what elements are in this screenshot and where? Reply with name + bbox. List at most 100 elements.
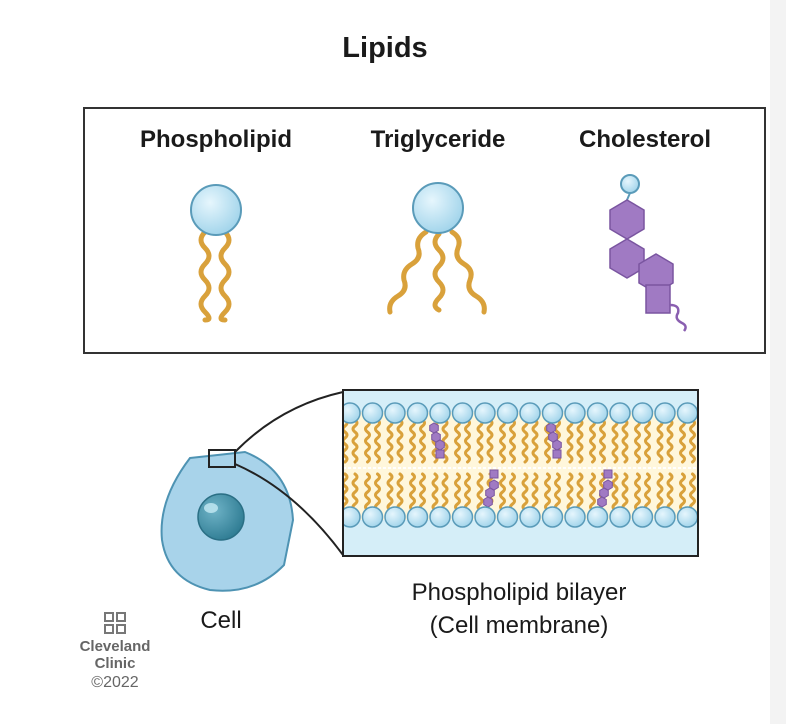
bilayer-heads-bottom <box>343 506 698 528</box>
lipid-tail <box>521 418 529 464</box>
cleveland-clinic-mark-icon <box>104 612 126 634</box>
cholesterol-ring <box>489 469 499 479</box>
bilayer-label-line2: (Cell membrane) <box>429 612 609 639</box>
lipid-head <box>406 506 429 528</box>
lipid-head <box>361 402 384 424</box>
lipid-head <box>343 402 361 424</box>
lipid-head <box>519 506 541 528</box>
lipid-tail <box>531 418 539 464</box>
lipid-tail <box>566 418 574 464</box>
lipid-tail <box>689 418 696 464</box>
lipid-tail <box>611 418 619 464</box>
cholesterol-ring <box>435 439 445 451</box>
triglyceride-label: Triglyceride <box>370 126 506 153</box>
lipid-tail <box>486 418 494 464</box>
cleveland-clinic-logo: Cleveland Clinic ©2022 <box>70 612 160 691</box>
triglyceride-molecule <box>387 182 487 315</box>
lipid-head <box>451 506 474 528</box>
logo-line2: Clinic <box>94 655 136 672</box>
lipid-tail <box>409 418 416 464</box>
bilayer-frame <box>342 389 699 557</box>
lipid-tail <box>464 418 471 464</box>
logo-line1: Cleveland <box>79 638 151 655</box>
lipid-head <box>564 506 586 528</box>
lipid-head <box>406 402 429 424</box>
phospholipid-tails <box>198 229 232 323</box>
triglyceride-tails <box>387 229 487 315</box>
lipid-tail <box>364 418 371 464</box>
lipid-tail <box>386 418 394 464</box>
lipid-head <box>654 402 676 424</box>
lipid-tail <box>374 418 381 464</box>
lipid-head <box>343 506 361 528</box>
lipid-head <box>586 506 609 528</box>
lipid-head <box>541 402 564 424</box>
zoom-line-top <box>234 391 344 453</box>
lipid-head <box>384 402 406 424</box>
lipid-tail <box>621 418 629 464</box>
cell-nucleus <box>197 493 245 541</box>
bilayer-label: Phospholipid bilayer (Cell membrane) <box>412 576 627 642</box>
lipid-tail <box>351 418 359 464</box>
lipid-tail <box>589 418 596 464</box>
lipid-head <box>631 402 654 424</box>
lipid-tail <box>634 418 641 464</box>
triglyceride-head <box>412 182 464 234</box>
lipid-head <box>496 402 519 424</box>
cholesterol-ring <box>552 449 562 459</box>
cholesterol-ring <box>546 422 556 434</box>
lipid-head <box>541 506 564 528</box>
lipid-types-panel <box>83 107 766 354</box>
lipid-tail <box>679 418 686 464</box>
lipid-head <box>676 506 698 528</box>
page-edge-strip <box>770 0 786 724</box>
lipid-head <box>631 506 654 528</box>
lipid-tail <box>476 418 484 464</box>
lipid-head <box>496 506 519 528</box>
lipid-head <box>609 506 631 528</box>
zoom-line-bottom <box>234 463 344 556</box>
lipid-tail <box>656 418 664 464</box>
lipid-head <box>474 506 496 528</box>
lipid-tail <box>343 418 349 464</box>
lipid-tail <box>419 418 426 464</box>
lipid-tail <box>666 418 674 464</box>
bilayer-heads-top <box>343 402 698 424</box>
cholesterol-ring <box>489 479 499 491</box>
cell-label: Cell <box>200 607 242 634</box>
lipid-tail <box>644 418 651 464</box>
bilayer-label-line1: Phospholipid bilayer <box>411 579 627 606</box>
lipid-head <box>429 506 451 528</box>
cholesterol-ring <box>435 449 445 459</box>
phospholipid-head <box>190 184 242 236</box>
cholesterol-ring <box>552 439 562 451</box>
copyright-text: ©2022 <box>91 674 139 691</box>
cholesterol-head <box>620 174 640 194</box>
lipid-tail <box>599 418 606 464</box>
cholesterol-ring <box>599 487 609 499</box>
bilayer-closeup <box>342 389 699 557</box>
cholesterol-molecule <box>609 174 687 332</box>
phospholipid-molecule <box>190 184 242 323</box>
lipid-head <box>474 402 496 424</box>
diagram-title: Lipids <box>342 32 428 64</box>
lipid-tail <box>499 418 506 464</box>
lipid-head <box>609 402 631 424</box>
lipid-head <box>586 402 609 424</box>
cell <box>160 391 344 592</box>
lipid-head <box>384 506 406 528</box>
lipid-head <box>429 402 451 424</box>
lipid-head <box>564 402 586 424</box>
lipid-head <box>361 506 384 528</box>
lipid-head <box>451 402 474 424</box>
lipid-tail <box>396 418 404 464</box>
cholesterol-ring <box>597 496 607 508</box>
lipid-head <box>676 402 698 424</box>
cholesterol-ring <box>485 487 495 499</box>
bilayer-cholesterols <box>429 422 613 508</box>
cholesterol-ring <box>603 469 613 479</box>
lipid-head <box>654 506 676 528</box>
phospholipid-label: Phospholipid <box>140 126 292 153</box>
lipid-head <box>519 402 541 424</box>
